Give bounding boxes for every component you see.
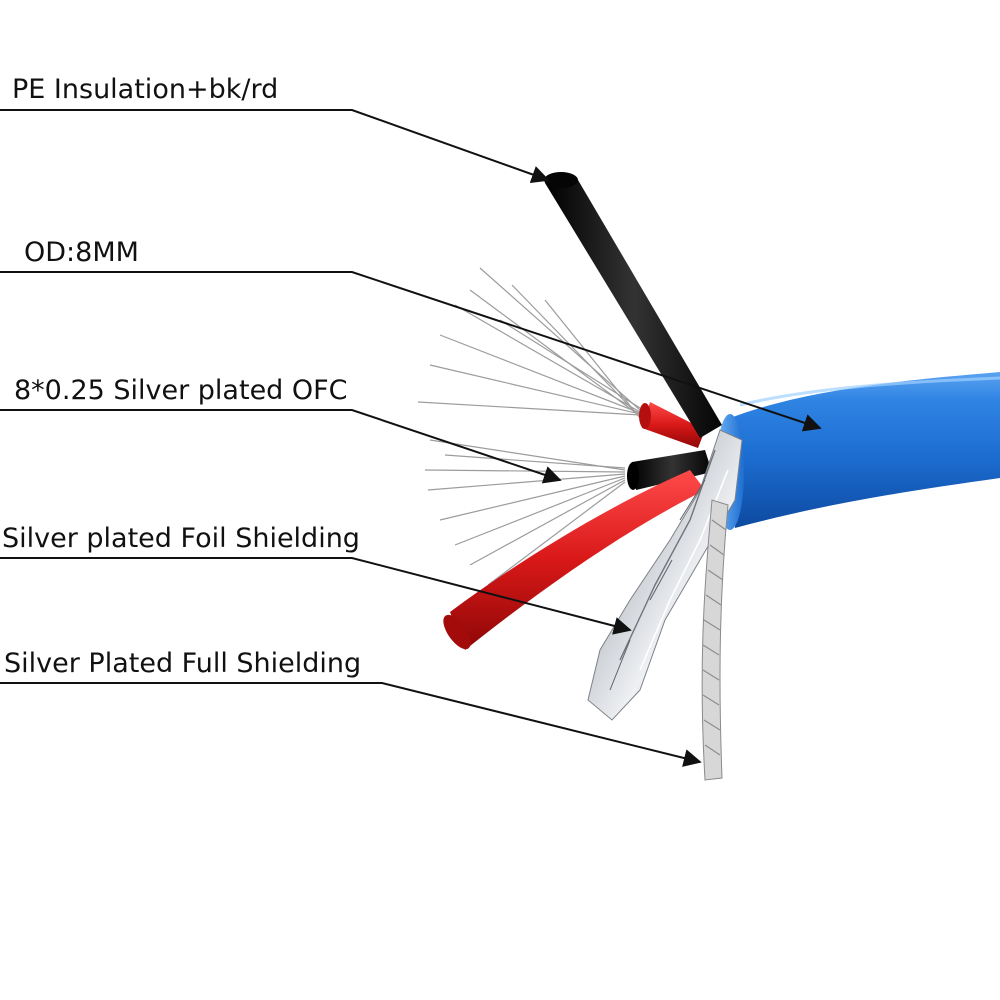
black-insulated-core (544, 172, 722, 439)
outer-jacket (716, 372, 1000, 530)
red-core-lower (443, 470, 705, 650)
leader-line-full-shield (0, 682, 702, 767)
label-pe-insulation: PE Insulation+bk/rd (12, 74, 279, 105)
label-full-shielding: Silver Plated Full Shielding (4, 648, 362, 679)
leader-line-od (0, 271, 822, 432)
conductor-strands (417, 267, 641, 586)
leader-line-ofc (0, 409, 562, 484)
leader-line-foil (0, 557, 632, 635)
leader-lines (0, 109, 822, 767)
label-foil-shielding: Silver plated Foil Shielding (2, 523, 360, 554)
label-outer-diameter: OD:8MM (24, 237, 139, 268)
label-conductor: 8*0.25 Silver plated OFC (14, 375, 348, 406)
black-core-middle (627, 450, 712, 490)
leader-line-pe-insulation (0, 109, 550, 184)
braided-shield (701, 499, 729, 781)
red-core-upper (639, 402, 705, 448)
